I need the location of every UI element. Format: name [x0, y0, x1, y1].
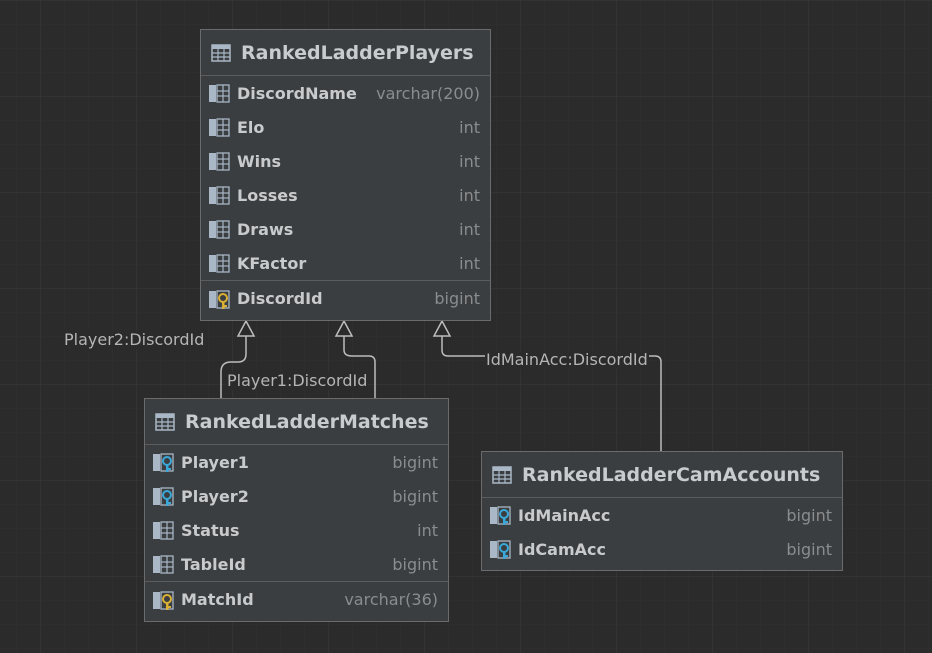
column-name: Wins	[237, 151, 282, 171]
table-ranked-ladder-players[interactable]: RankedLadderPlayers DiscordName varchar(…	[200, 29, 491, 321]
column-type: bigint	[786, 505, 832, 525]
column-name: TableId	[181, 554, 246, 574]
primary-key-icon	[153, 590, 174, 610]
column-name: DiscordName	[237, 83, 357, 103]
column-name: KFactor	[237, 253, 307, 273]
foreign-key-icon	[153, 453, 174, 472]
relation-label-player2: Player2:DiscordId	[63, 330, 206, 349]
column-name: Player2	[181, 486, 249, 506]
column-icon	[209, 84, 230, 103]
column-name: Losses	[237, 185, 298, 205]
column-type: int	[459, 185, 480, 205]
table-title: RankedLadderCamAccounts	[522, 463, 821, 486]
column-row-discord-name[interactable]: DiscordName varchar(200)	[201, 76, 490, 110]
column-row-status[interactable]: Status int	[145, 513, 448, 547]
column-row-wins[interactable]: Wins int	[201, 144, 490, 178]
column-name: IdCamAcc	[518, 539, 606, 559]
column-type: int	[459, 219, 480, 239]
primary-key-icon	[209, 289, 230, 309]
column-type: int	[417, 520, 438, 540]
foreign-key-icon	[490, 506, 511, 525]
column-row-player1[interactable]: Player1 bigint	[145, 445, 448, 479]
column-type: bigint	[392, 452, 438, 472]
column-type: varchar(36)	[344, 590, 438, 609]
column-icon	[209, 220, 230, 239]
column-icon	[153, 555, 174, 574]
column-type: bigint	[392, 554, 438, 574]
column-icon	[209, 186, 230, 205]
table-ranked-ladder-matches[interactable]: RankedLadderMatches Player1 bigint Playe…	[144, 398, 449, 622]
foreign-key-icon	[490, 540, 511, 559]
column-name: Elo	[237, 117, 265, 137]
table-icon	[155, 412, 175, 431]
column-type: varchar(200)	[376, 83, 480, 103]
column-row-table-id[interactable]: TableId bigint	[145, 547, 448, 581]
column-row-draws[interactable]: Draws int	[201, 212, 490, 246]
relation-label-main-acc: IdMainAcc:DiscordId	[485, 350, 649, 369]
column-type: int	[459, 117, 480, 137]
column-icon	[209, 118, 230, 137]
table-icon	[492, 465, 512, 484]
column-row-losses[interactable]: Losses int	[201, 178, 490, 212]
column-row-id-main-acc[interactable]: IdMainAcc bigint	[482, 498, 842, 532]
column-name: Status	[181, 520, 240, 540]
table-icon	[211, 43, 231, 62]
column-name: Player1	[181, 452, 249, 472]
relation-label-player1: Player1:DiscordId	[226, 371, 369, 390]
column-name: Draws	[237, 219, 294, 239]
column-row-id-cam-acc[interactable]: IdCamAcc bigint	[482, 532, 842, 566]
column-name: IdMainAcc	[518, 505, 611, 525]
column-name: DiscordId	[237, 289, 323, 308]
table-title: RankedLadderMatches	[185, 410, 429, 433]
column-type: bigint	[392, 486, 438, 506]
table-title: RankedLadderPlayers	[241, 41, 474, 64]
column-type: bigint	[434, 289, 480, 308]
arrowhead-player2	[236, 319, 256, 337]
column-type: int	[459, 151, 480, 171]
column-type: bigint	[786, 539, 832, 559]
table-header: RankedLadderPlayers	[201, 30, 490, 76]
table-header: RankedLadderMatches	[145, 399, 448, 445]
column-row-kfactor[interactable]: KFactor int	[201, 246, 490, 280]
column-icon	[209, 152, 230, 171]
arrowhead-main-acc	[432, 319, 452, 337]
table-ranked-ladder-cam-accounts[interactable]: RankedLadderCamAccounts IdMainAcc bigint…	[481, 451, 843, 571]
column-icon	[153, 521, 174, 540]
column-icon	[209, 254, 230, 273]
column-type: int	[459, 253, 480, 273]
relation-line-player2	[220, 328, 247, 398]
table-header: RankedLadderCamAccounts	[482, 452, 842, 498]
arrowhead-player1	[334, 319, 354, 337]
column-row-player2[interactable]: Player2 bigint	[145, 479, 448, 513]
key-row-match-id[interactable]: MatchId varchar(36)	[145, 581, 448, 617]
relation-line-player1	[343, 328, 376, 398]
relation-line-main-acc	[441, 328, 662, 451]
column-name: MatchId	[181, 590, 254, 609]
key-row-discord-id[interactable]: DiscordId bigint	[201, 280, 490, 316]
foreign-key-icon	[153, 487, 174, 506]
column-row-elo[interactable]: Elo int	[201, 110, 490, 144]
